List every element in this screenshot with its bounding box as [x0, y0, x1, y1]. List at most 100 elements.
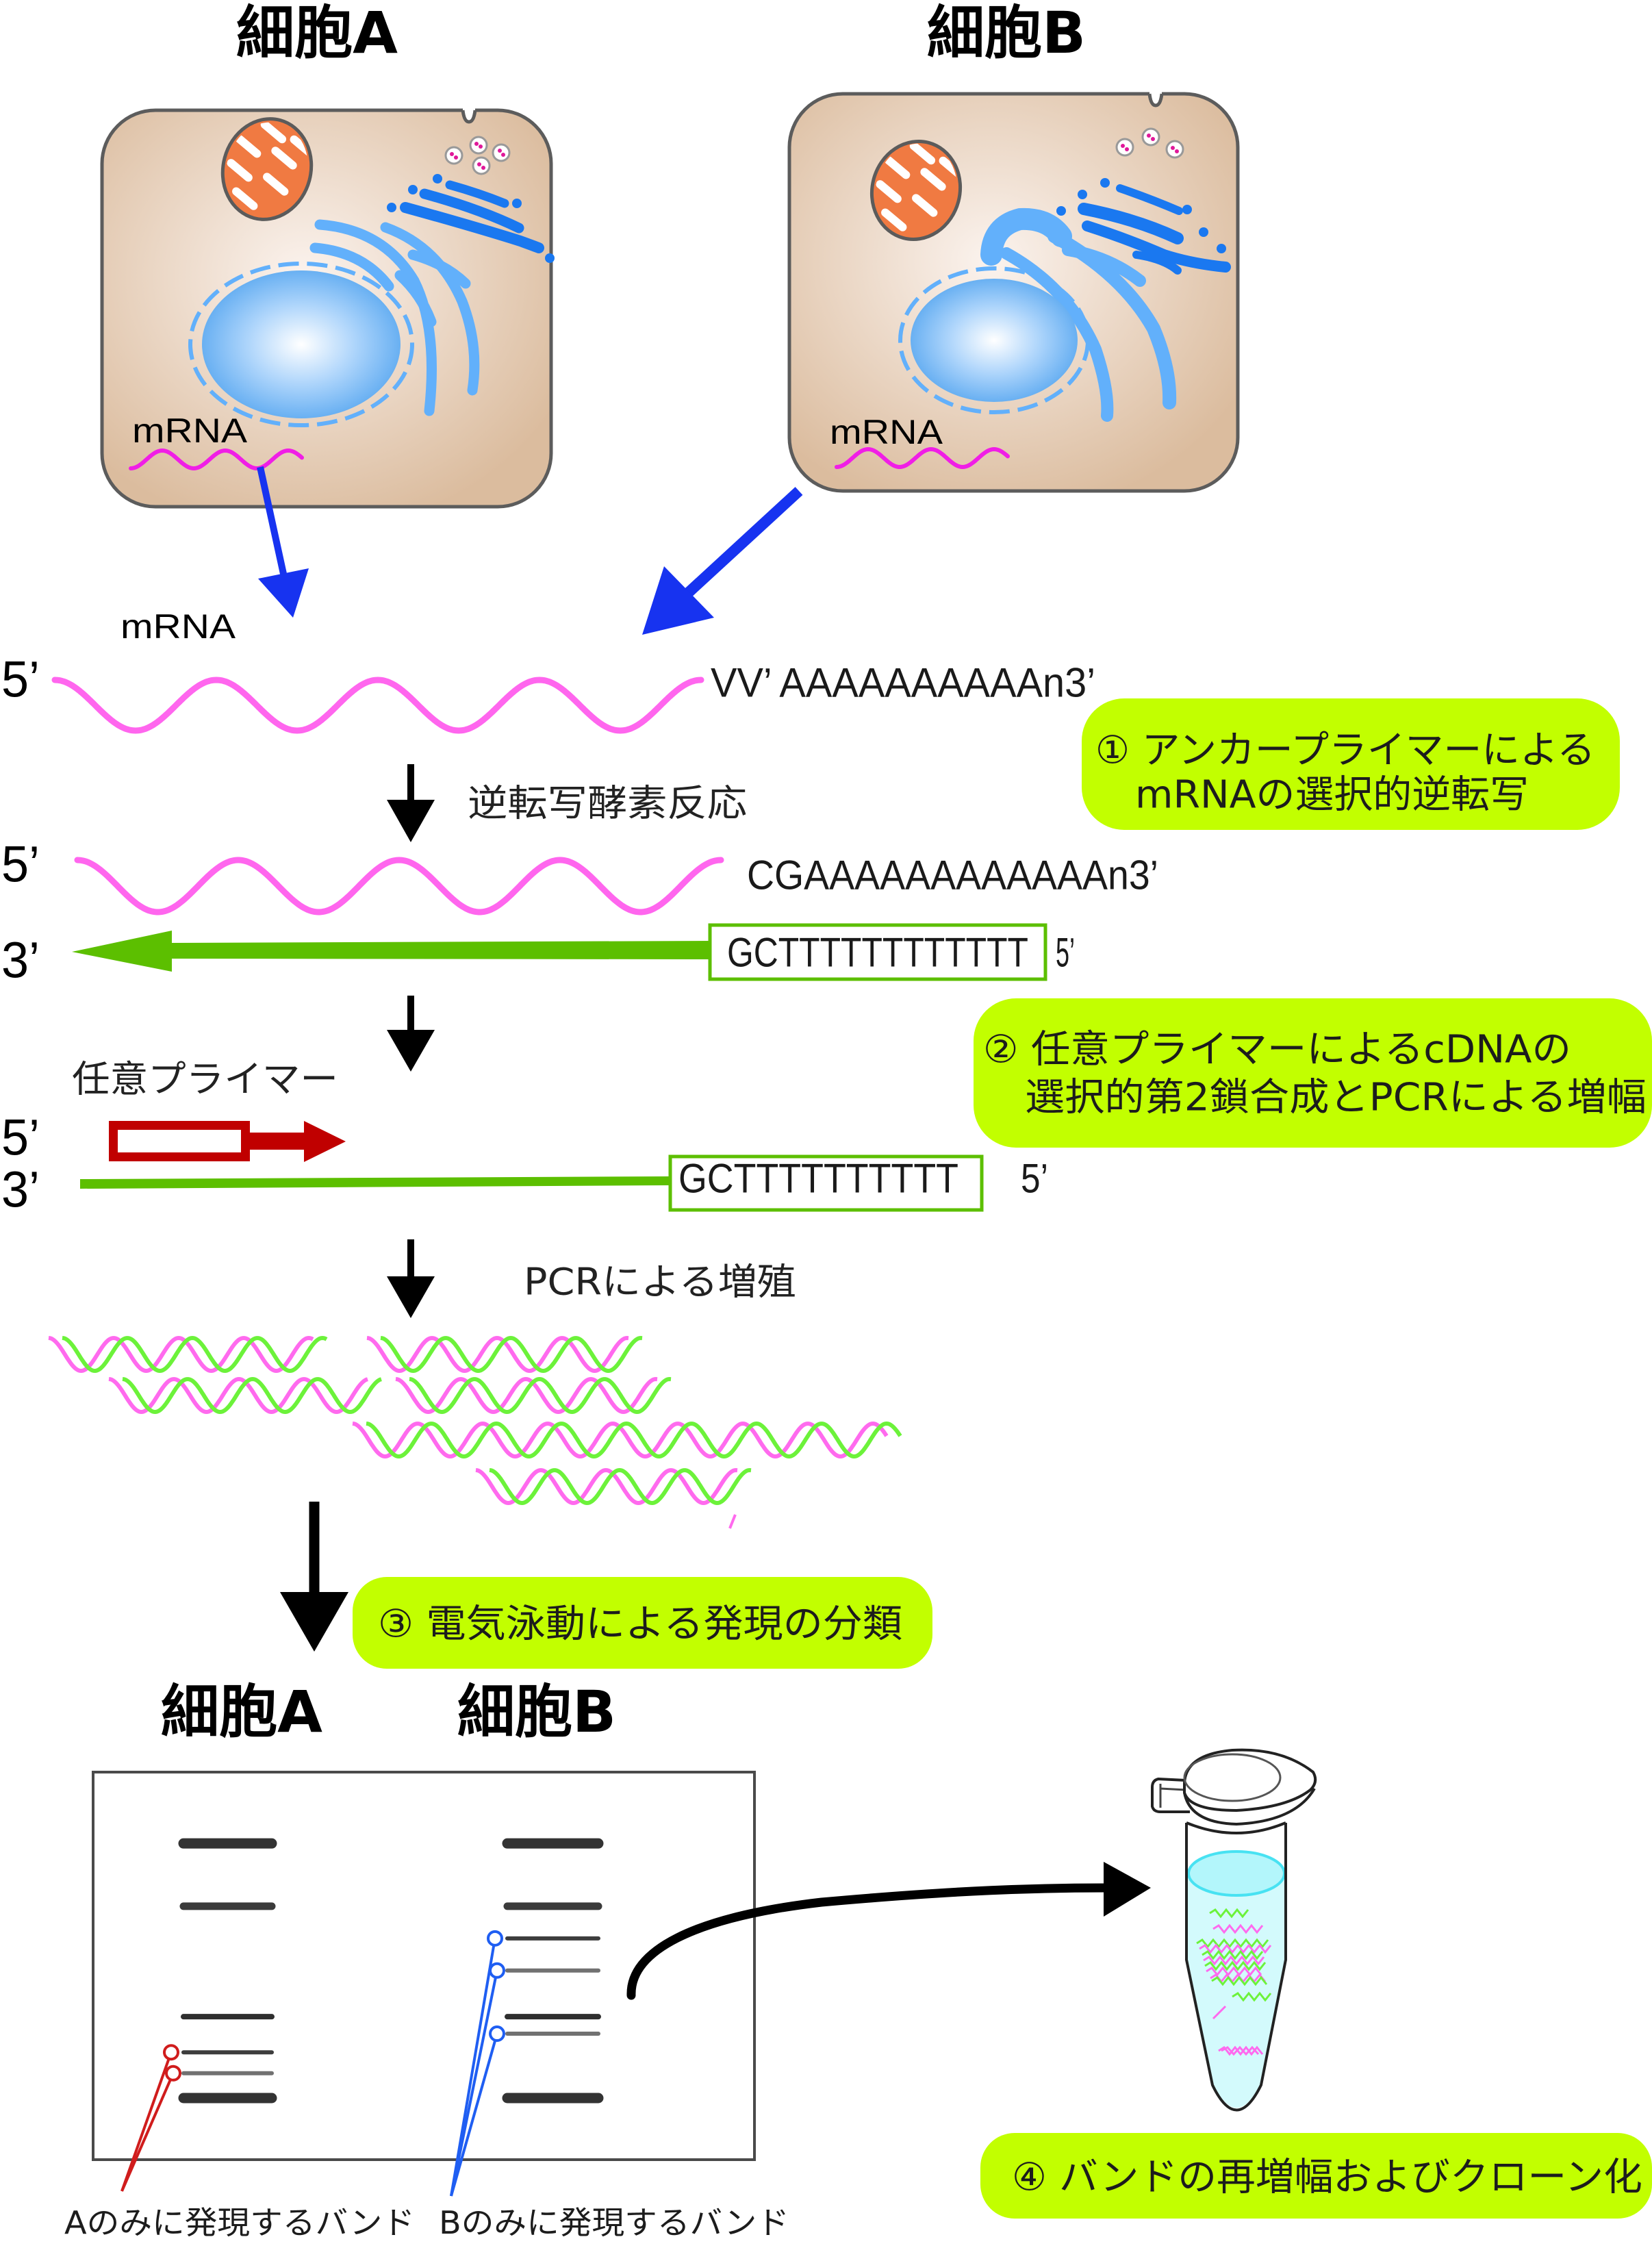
arrow-head — [258, 568, 309, 618]
arrow-head — [1104, 1862, 1151, 1917]
five-prime-label: 5’ — [1, 1109, 40, 1166]
golgi-vesicle — [1217, 244, 1226, 253]
vesicle — [469, 136, 488, 155]
mrna-strand — [74, 857, 724, 915]
step-box-background — [980, 2133, 1652, 2219]
mitochondrion — [869, 140, 965, 241]
step-1-box: ① アンカープライマーによる mRNAの選択的逆転写 — [1082, 698, 1620, 830]
callout-leader-line — [120, 2079, 172, 2192]
tube-lid — [1183, 1748, 1317, 1813]
mrna-polya-tail: VV’ AAAAAAAAAAn3’ — [711, 660, 1095, 706]
cell-a-title: 細胞A — [236, 0, 398, 66]
crista — [232, 187, 258, 210]
callout-marker — [487, 1930, 503, 1947]
vesicle — [472, 156, 491, 175]
golgi-cisterna — [445, 180, 509, 208]
dna-strand-antisense — [366, 1421, 902, 1459]
tube-dna-fragments — [1196, 1908, 1272, 2056]
golgi-vesicle — [1182, 205, 1192, 214]
mitochondrion — [220, 117, 316, 221]
callout-marker — [163, 2044, 179, 2061]
crista — [227, 159, 253, 182]
tube-hinge-detail — [1159, 1784, 1186, 1808]
dna-strand-antisense — [122, 1376, 382, 1415]
dna-duplex — [352, 1421, 902, 1459]
golgi-vesicle — [408, 185, 418, 194]
golgi-cisterna — [1132, 251, 1182, 275]
band-excision-arrow — [626, 1862, 1151, 2000]
endoplasmic-reticulum — [980, 207, 1177, 422]
arrow-head — [280, 1592, 348, 1652]
gel-lane-b — [502, 1838, 604, 2104]
mrna-strand — [51, 677, 704, 734]
vesicle-dot — [1171, 146, 1175, 150]
vesicle — [444, 146, 463, 165]
nucleus-body — [202, 270, 401, 418]
microcentrifuge-tube — [1151, 1748, 1317, 2112]
tube-dna-fragment — [1212, 2005, 1227, 2020]
cell-b-title: 細胞B — [927, 0, 1086, 66]
cell-a-mrna-label: mRNA — [132, 412, 248, 450]
pcr-products — [48, 1335, 902, 1506]
cell-b: mRNA — [787, 90, 1240, 493]
step-1-line-1: ① アンカープライマーによる — [1095, 729, 1595, 773]
dna-duplex — [475, 1467, 752, 1506]
five-prime-label: 5’ — [1056, 930, 1075, 976]
down-arrow — [387, 1239, 435, 1318]
callout-marker — [489, 1962, 505, 1979]
extraction-arrow-a — [257, 466, 309, 618]
vesicle-dot — [501, 153, 505, 157]
golgi-apparatus — [387, 174, 555, 263]
arrow-head — [642, 566, 714, 635]
crista — [876, 180, 902, 203]
golgi-vesicle — [387, 203, 396, 212]
nuclear-envelope — [898, 266, 1090, 414]
dna-strand-sense — [475, 1467, 738, 1506]
golgi-cisterna — [419, 188, 524, 233]
arrow-head — [387, 1030, 435, 1072]
anchor-primer-box: GCTTTTTTTTTTTT — [708, 923, 1047, 981]
three-prime-label: 3’ — [1, 1161, 40, 1218]
tube-rim — [1186, 1821, 1286, 1834]
tube-dna-fragment — [1221, 2045, 1260, 2056]
golgi-vesicle — [1100, 178, 1110, 188]
vesicle-content — [1121, 134, 1179, 153]
vesicle — [492, 143, 511, 162]
crista — [271, 147, 297, 170]
membrane-notch-outline — [461, 110, 477, 124]
nucleus — [188, 262, 414, 427]
golgi-cisterna — [400, 202, 544, 253]
step-3-box: ③ 電気泳動による発現の分類 — [353, 1577, 932, 1669]
dna-strand-antisense — [62, 1335, 328, 1374]
membrane-notch-outline — [1147, 93, 1164, 108]
vesicle-dot — [479, 144, 483, 149]
vesicle-dot — [474, 142, 479, 146]
arrow-shaft — [685, 487, 803, 596]
tube-dna-fragment — [1211, 1975, 1268, 1986]
callout-b — [450, 1930, 505, 2197]
vesicle-dot — [481, 166, 485, 170]
vesicle-dot — [1151, 137, 1155, 141]
callout-leader-line — [450, 2040, 497, 2197]
callout-leader-line — [120, 2058, 170, 2192]
callout-label-a: Aのみに発現するバンド — [64, 2204, 415, 2241]
liquid-surface — [1187, 1850, 1286, 1897]
down-arrow — [387, 764, 435, 842]
nucleus-body — [911, 279, 1078, 402]
er-cisterna — [380, 222, 480, 396]
vesicle-dot — [1121, 144, 1125, 148]
vesicle-dot — [450, 152, 454, 156]
cell-b-mrna-strand — [835, 446, 1010, 470]
down-arrow-large — [280, 1502, 348, 1652]
mrna-label: mRNA — [120, 607, 236, 646]
callout-a — [120, 2044, 181, 2192]
cell-b-mrna-label: mRNA — [830, 413, 943, 451]
dna-duplex — [366, 1335, 643, 1374]
endoplasmic-reticulum — [309, 219, 480, 416]
dna-strand-sense — [366, 1335, 629, 1374]
golgi-apparatus — [1056, 178, 1231, 275]
vesicle-content — [450, 142, 505, 170]
step-box-background — [974, 998, 1652, 1148]
vesicle — [1165, 140, 1184, 159]
vesicle-dot — [454, 155, 458, 160]
